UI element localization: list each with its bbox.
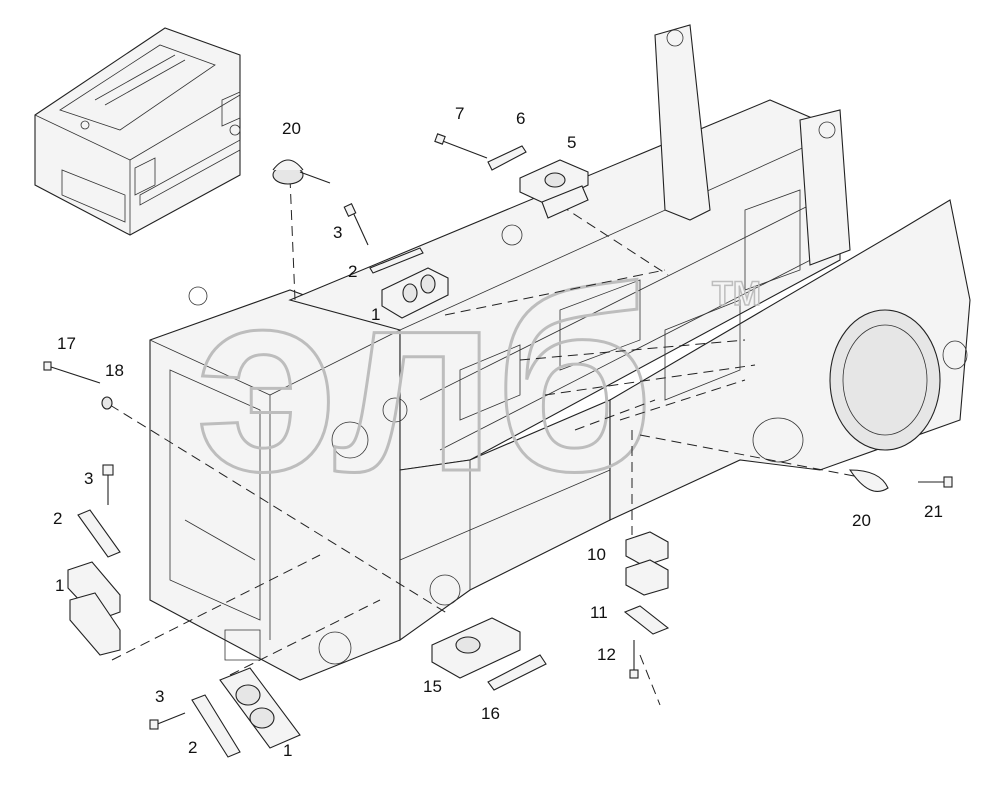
cable-tie-20-right: [848, 469, 889, 492]
plate-2-left: [77, 509, 121, 558]
main-frame: [149, 24, 971, 681]
battery-box: [34, 27, 241, 236]
callout-10: 10: [587, 545, 606, 564]
clamp-5: [519, 159, 589, 219]
plate-2-top: [369, 247, 424, 274]
callout-18: 18: [105, 361, 124, 380]
callout-7: 7: [455, 104, 464, 123]
plate-16: [487, 654, 547, 691]
bolt-21: [918, 476, 953, 488]
callout-6: 6: [516, 109, 525, 128]
cable-tie-20-top: [272, 159, 331, 185]
callout-20-right: 20: [852, 511, 871, 530]
callout-2-left: 2: [53, 509, 62, 528]
callout-2-top: 2: [348, 262, 357, 281]
callout-16: 16: [481, 704, 500, 723]
bolt-12: [629, 640, 639, 679]
clamp-10: [625, 531, 669, 596]
callout-3-left: 3: [84, 469, 93, 488]
callout-21: 21: [924, 502, 943, 521]
assembly-lines: [109, 177, 876, 706]
callout-1-bottom: 1: [283, 741, 292, 760]
callout-20-top: 20: [282, 119, 301, 138]
clamp-1-bottom: [219, 667, 301, 749]
clamp-1-top: [381, 267, 449, 319]
clamp-1-left: [67, 561, 121, 656]
trademark-symbol: TM: [712, 275, 761, 313]
callout-1-top: 1: [371, 305, 380, 324]
callout-3-bottom: 3: [155, 687, 164, 706]
plate-6: [487, 145, 527, 171]
plate-2-bottom: [191, 694, 241, 758]
plate-11: [623, 605, 670, 635]
callout-15: 15: [423, 677, 442, 696]
washer-18: [101, 396, 113, 410]
callout-11: 11: [590, 603, 608, 622]
bolt-3-bottom: [149, 712, 186, 730]
callout-17: 17: [57, 334, 76, 353]
clamp-15: [431, 617, 521, 679]
callout-1-left: 1: [55, 576, 64, 595]
callout-12: 12: [597, 645, 616, 664]
callouts: 20 7 6 5 3 2 1 17 18 3 2 1 3 2 1 15 16 1…: [53, 104, 943, 760]
callout-3-top: 3: [333, 223, 342, 242]
callout-2-bottom: 2: [188, 738, 197, 757]
bolt-3-top: [343, 203, 369, 246]
callout-5: 5: [567, 133, 576, 152]
bolt-3-left: [102, 464, 114, 505]
bolt-7: [434, 133, 488, 159]
bolt-17: [43, 361, 101, 384]
